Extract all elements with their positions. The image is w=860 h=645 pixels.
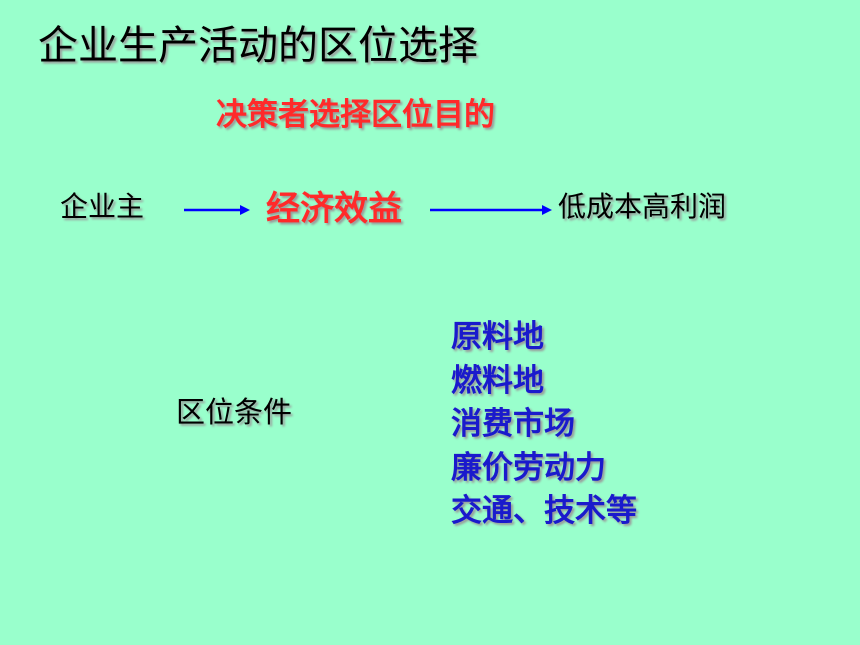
location-conditions-label: 区位条件 xyxy=(176,395,293,429)
flow-arrow-2 xyxy=(430,205,552,215)
flow-actor: 企业主 xyxy=(60,190,145,223)
condition-item: 消费市场 xyxy=(451,406,575,442)
flow-goal: 经济效益 xyxy=(266,189,402,229)
flow-arrow-1 xyxy=(184,205,250,215)
slide-title: 企业生产活动的区位选择 xyxy=(38,23,478,69)
flow-outcome: 低成本高利润 xyxy=(558,190,727,223)
condition-item: 廉价劳动力 xyxy=(451,449,606,486)
condition-item: 燃料地 xyxy=(451,362,544,399)
condition-item: 原料地 xyxy=(451,319,544,355)
condition-item: 交通、技术等 xyxy=(451,493,637,529)
location-conditions-list: 原料地 燃料地 消费市场 廉价劳动力 交通、技术等 xyxy=(451,316,637,534)
slide-subtitle: 决策者选择区位目的 xyxy=(216,97,495,133)
